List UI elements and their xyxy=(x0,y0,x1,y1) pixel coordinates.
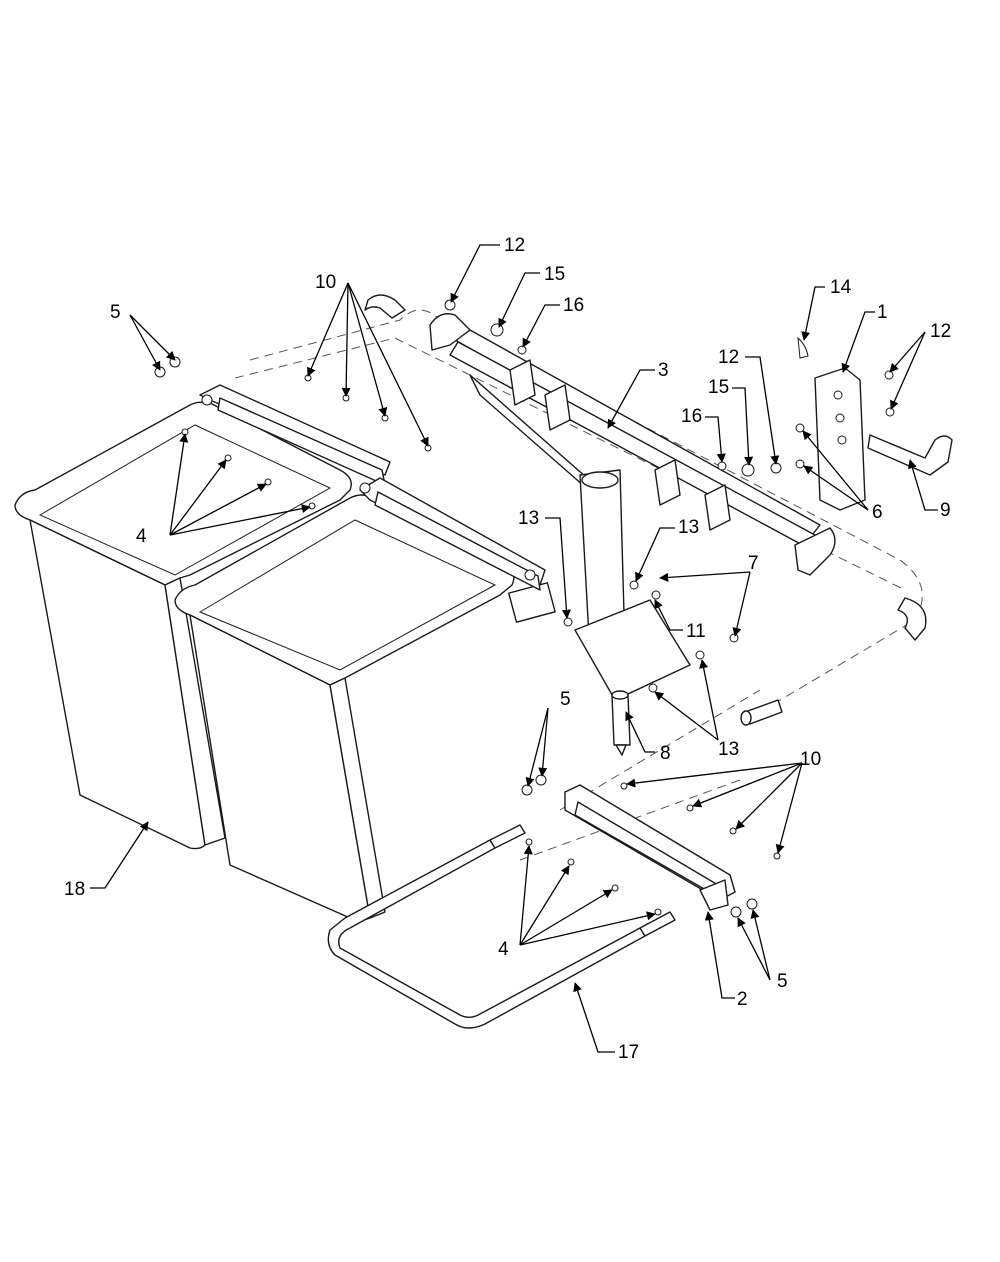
callout-4-lower: 4 xyxy=(498,939,509,960)
lower-bracket xyxy=(564,784,736,911)
callout-15-top: 15 xyxy=(544,264,565,285)
main-mount-frame xyxy=(429,313,836,701)
lower-frame xyxy=(327,824,676,1029)
leader-5c-2 xyxy=(750,909,771,981)
callout-13-lower: 13 xyxy=(718,739,739,760)
leader-5b-2 xyxy=(538,707,549,777)
callout-5-lower-right: 5 xyxy=(777,971,788,992)
leader-11 xyxy=(654,599,683,631)
callout-16-mid: 16 xyxy=(681,406,702,427)
leader-10a-3 xyxy=(347,282,388,417)
leader-10a-2 xyxy=(341,282,351,397)
pivot-pin xyxy=(611,690,631,756)
callout-12-right: 12 xyxy=(930,321,951,342)
callout-10-lower: 10 xyxy=(800,749,821,770)
leader-5b-1 xyxy=(525,707,549,787)
callout-9: 9 xyxy=(940,500,951,521)
callout-2: 2 xyxy=(737,989,748,1010)
callout-18: 18 xyxy=(64,879,85,900)
callout-labels: 1 2 3 4 4 5 5 5 6 7 8 9 10 10 11 12 12 1… xyxy=(64,235,951,1063)
leader-17 xyxy=(573,982,615,1053)
leader-4b-1 xyxy=(519,845,533,946)
leader-10b-4 xyxy=(775,762,803,854)
callout-15-mid: 15 xyxy=(708,377,729,398)
callout-10-top: 10 xyxy=(315,272,336,293)
callout-5-top-left: 5 xyxy=(110,302,121,323)
leader-13a xyxy=(545,517,571,619)
leader-13b xyxy=(635,527,675,582)
leader-lines xyxy=(90,244,938,1053)
leader-5a-1 xyxy=(129,314,161,371)
leader-13c-2 xyxy=(654,691,719,741)
upper-frame-tube xyxy=(364,294,927,726)
leader-14 xyxy=(801,286,825,341)
leader-12b xyxy=(745,356,780,465)
callout-3: 3 xyxy=(658,360,669,381)
upper-hinge-brackets xyxy=(199,384,546,591)
callout-12-mid: 12 xyxy=(718,347,739,368)
leader-10b-2 xyxy=(692,762,803,808)
leader-15b xyxy=(732,387,754,466)
callout-11: 11 xyxy=(686,621,706,642)
callout-13-mid: 13 xyxy=(678,517,699,538)
leader-6-2 xyxy=(803,465,869,511)
hitch-plate xyxy=(814,367,866,511)
leader-8 xyxy=(625,711,655,753)
leader-10b-1 xyxy=(626,762,803,788)
leader-7-1 xyxy=(659,571,751,582)
leader-4b-2 xyxy=(519,865,570,946)
leader-13c-1 xyxy=(699,659,719,741)
leader-4a-4 xyxy=(169,504,311,536)
leader-10a-4 xyxy=(347,282,429,447)
leader-4a-2 xyxy=(169,459,227,536)
callout-13-left: 13 xyxy=(518,508,539,529)
leader-18 xyxy=(90,821,149,889)
leader-16b xyxy=(705,416,726,463)
leader-16a xyxy=(522,304,560,348)
callout-12-top: 12 xyxy=(504,235,525,256)
leader-5a-2 xyxy=(129,314,176,361)
leader-12a xyxy=(450,244,500,303)
leader-10a-1 xyxy=(307,282,349,377)
leader-1 xyxy=(841,311,875,373)
leader-7-2 xyxy=(732,571,751,637)
leader-15a xyxy=(498,272,540,328)
callout-6: 6 xyxy=(872,502,883,523)
callout-14: 14 xyxy=(830,277,852,298)
leader-5c-1 xyxy=(737,917,771,981)
leader-6-1 xyxy=(802,430,869,511)
leader-9 xyxy=(907,459,938,511)
grass-bag-left xyxy=(14,401,352,850)
callout-4-left: 4 xyxy=(136,526,147,547)
leader-4b-3 xyxy=(519,889,613,946)
leader-4a-3 xyxy=(169,483,267,536)
callout-5-lower-left: 5 xyxy=(560,689,571,710)
hitch-pin xyxy=(867,434,953,476)
callout-1: 1 xyxy=(877,302,888,323)
leader-2 xyxy=(704,911,735,999)
callout-8: 8 xyxy=(660,743,671,764)
leader-4b-4 xyxy=(519,911,656,946)
leader-12c-1 xyxy=(889,331,926,373)
callout-7: 7 xyxy=(748,553,759,574)
leader-12c-2 xyxy=(890,331,926,410)
leader-10b-3 xyxy=(735,762,803,830)
leader-4a-1 xyxy=(169,433,189,536)
callout-16-top: 16 xyxy=(563,295,584,316)
callout-17: 17 xyxy=(618,1042,639,1063)
leader-3 xyxy=(607,369,655,429)
